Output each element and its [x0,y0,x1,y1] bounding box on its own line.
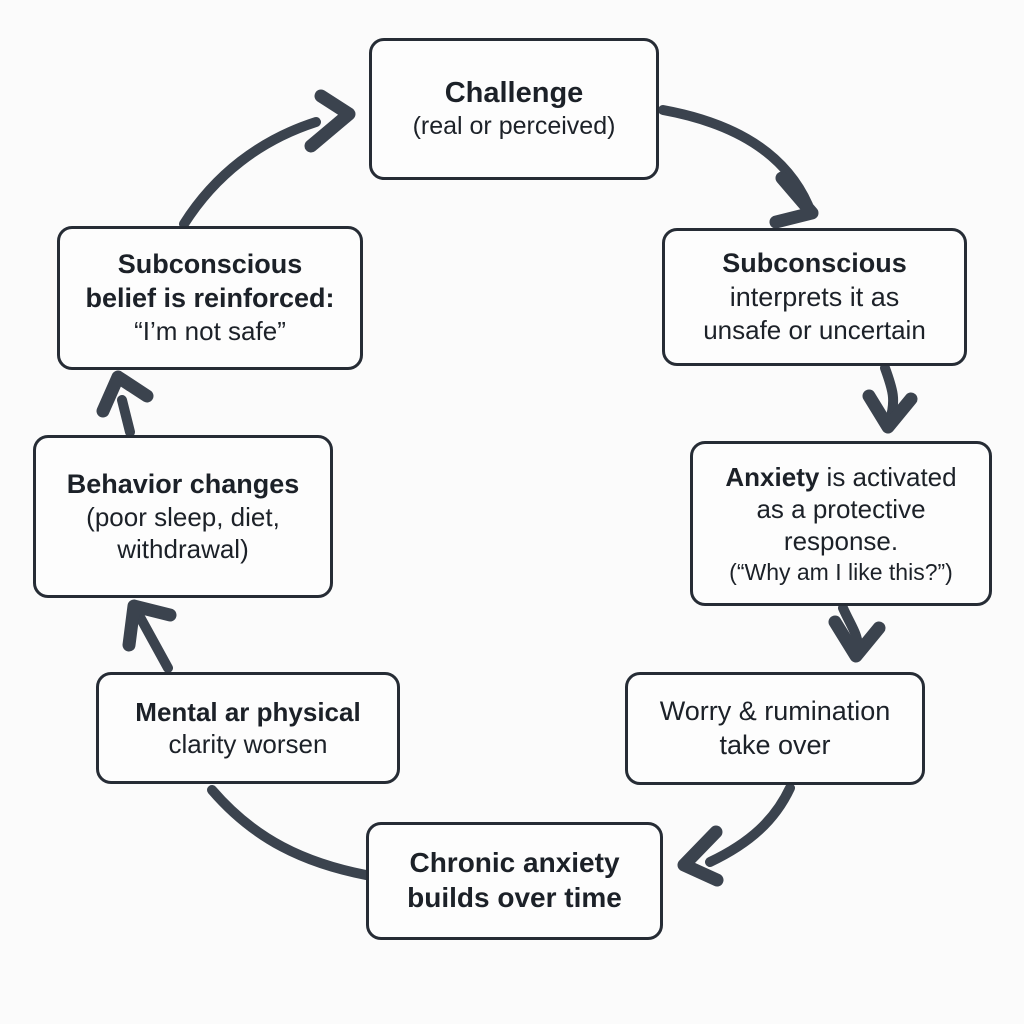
node-anxiety-line-4: (“Why am I like this?”) [729,558,953,585]
node-chronic-line-1: Chronic anxiety [409,847,620,879]
node-interprets-line-1: Subconscious [722,248,907,279]
node-anxiety-line-2: as a protective [756,494,926,525]
node-belief-line-3: “I’m not safe” [134,316,286,347]
node-anxiety-activated[interactable]: Anxiety is activated as a protective res… [690,441,992,606]
edge-worry-to-chronic [677,783,795,887]
node-belief-line-2: belief is reinforced: [85,282,335,313]
node-worry-line-1: Worry & rumination [659,696,891,727]
edge-belief-to-challenge [179,89,356,229]
edge-challenge-to-interprets [658,105,819,229]
edge-interprets-to-anxiety [862,363,918,434]
node-belief-line-1: Subconscious [117,249,303,280]
node-anxiety-keyword: Anxiety [725,461,820,492]
node-clarity-line-1: Mental ar physical [135,696,361,727]
node-behavior-line-3: withdrawal) [117,534,249,565]
node-worry-line-2: take over [719,729,831,760]
node-subconscious-interprets[interactable]: Subconscious interprets it as unsafe or … [662,228,967,366]
node-worry-rumination[interactable]: Worry & rumination take over [625,672,925,785]
edge-anxiety-to-worry [828,603,886,663]
node-chronic-anxiety[interactable]: Chronic anxiety builds over time [366,822,663,940]
edge-behavior-to-belief [96,370,154,437]
node-mental-physical-clarity[interactable]: Mental ar physical clarity worsen [96,672,400,784]
edge-clarity-to-behavior [122,599,177,673]
node-challenge[interactable]: Challenge (real or perceived) [369,38,659,180]
node-anxiety-line-3: response. [783,526,899,557]
node-chronic-line-2: builds over time [407,882,622,913]
node-behavior-changes[interactable]: Behavior changes (poor sleep, diet, with… [33,435,333,598]
node-anxiety-line-1-rest: is activated [819,461,957,492]
node-challenge-line-1: Challenge [444,76,584,109]
node-behavior-line-2: (poor sleep, diet, [86,502,280,532]
node-subconscious-belief[interactable]: Subconscious belief is reinforced: “I’m … [57,226,363,370]
node-interprets-line-2: interprets it as [729,281,900,312]
edge-chronic-to-clarity [207,785,371,880]
node-anxiety-line-1: Anxiety is activated [725,461,956,493]
node-interprets-line-3: unsafe or uncertain [703,315,926,346]
node-clarity-line-2: clarity worsen [168,729,328,759]
node-challenge-line-2: (real or perceived) [412,112,616,141]
node-behavior-line-1: Behavior changes [66,468,300,499]
